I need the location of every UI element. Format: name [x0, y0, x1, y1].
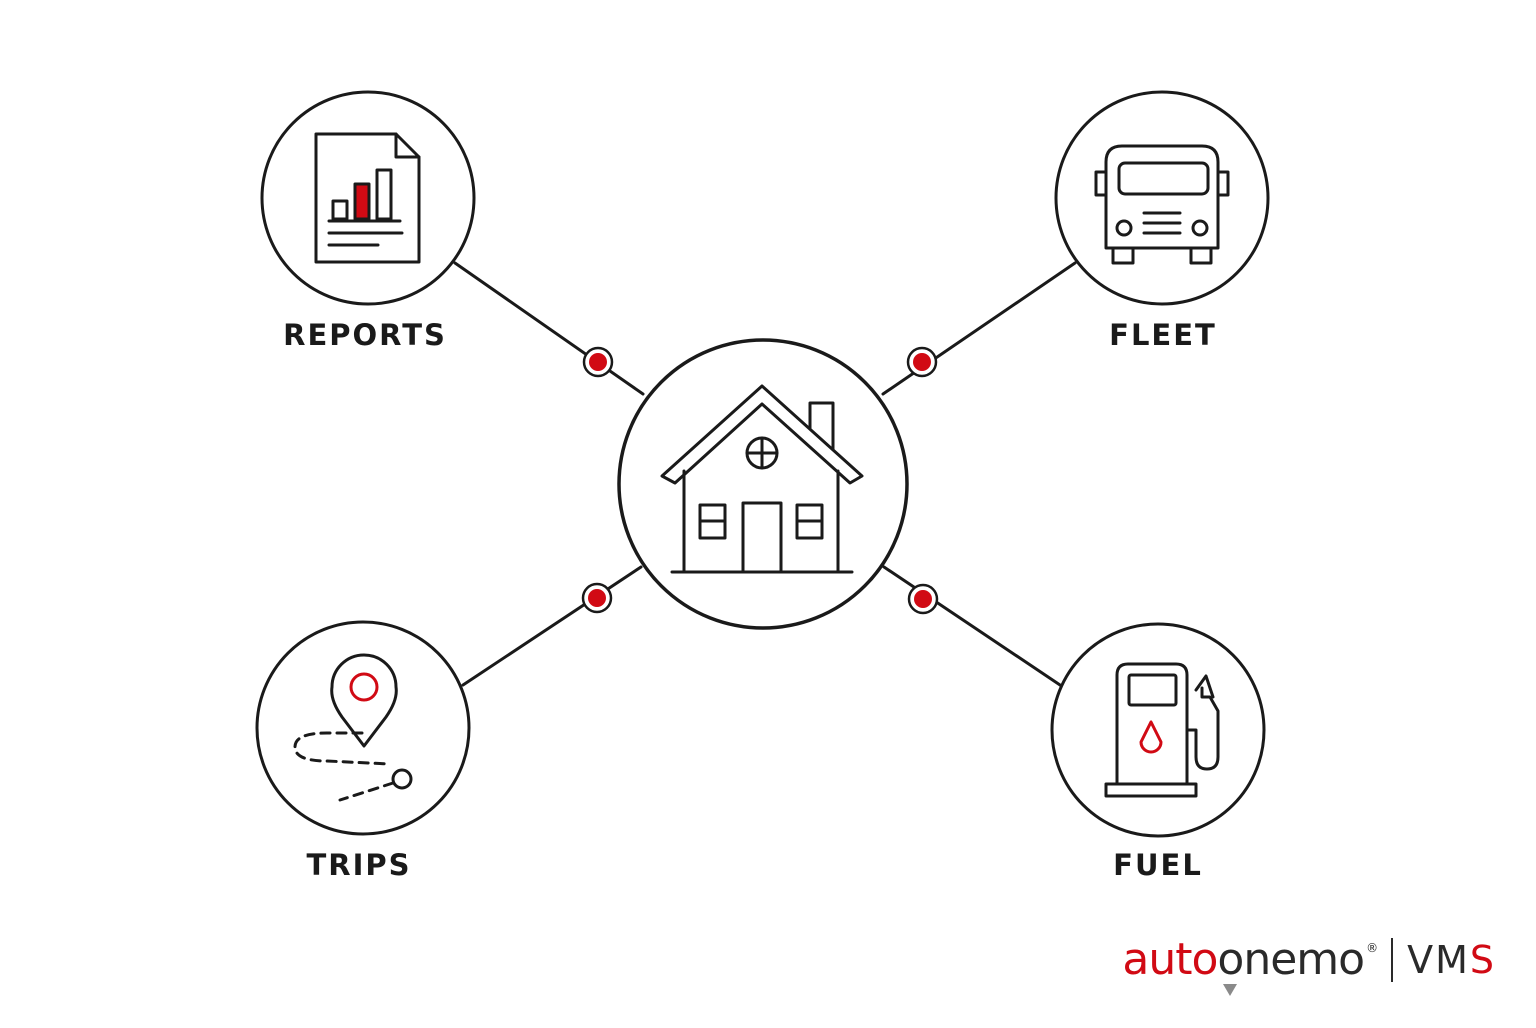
brand-name-o: o — [1217, 938, 1244, 996]
report-chart-icon — [314, 132, 421, 264]
fuel-node[interactable] — [1050, 622, 1266, 838]
brand-product: VM S — [1407, 941, 1496, 979]
brand-logo: auto o nemo ® VM S — [1122, 932, 1496, 996]
brand-name-part1: auto — [1122, 934, 1218, 985]
fuel-pump-icon — [1104, 662, 1220, 798]
brand-product-part2: S — [1469, 938, 1496, 982]
reports-label: REPORTS — [283, 318, 447, 352]
reports-node[interactable] — [260, 90, 476, 306]
connector-trips — [461, 565, 643, 687]
brand-o-letter: o — [1217, 934, 1244, 985]
house-icon — [660, 384, 864, 574]
connector-dot-fuel — [907, 583, 939, 615]
truck-icon — [1094, 144, 1230, 265]
connector-dots — [581, 346, 939, 615]
brand-name: auto o nemo ® — [1122, 934, 1378, 996]
hub-node[interactable] — [617, 338, 909, 630]
fleet-label: FLEET — [1109, 318, 1217, 352]
brand-product-part1: VM — [1407, 938, 1470, 982]
connector-dot-trips — [581, 582, 613, 614]
trips-node[interactable] — [255, 620, 471, 836]
connector-dot-fleet — [906, 346, 938, 378]
brand-divider — [1391, 938, 1394, 982]
brand-name-part2: nemo — [1243, 934, 1365, 985]
map-pin-route-icon — [293, 653, 413, 802]
fuel-label: FUEL — [1113, 848, 1203, 882]
fleet-node[interactable] — [1054, 90, 1270, 306]
trips-label: TRIPS — [306, 848, 412, 882]
connector-dot-reports — [582, 346, 614, 378]
registered-mark: ® — [1366, 941, 1378, 955]
connector-reports — [453, 261, 645, 396]
map-pin-icon — [1223, 984, 1238, 996]
connector-fuel — [882, 565, 1065, 689]
